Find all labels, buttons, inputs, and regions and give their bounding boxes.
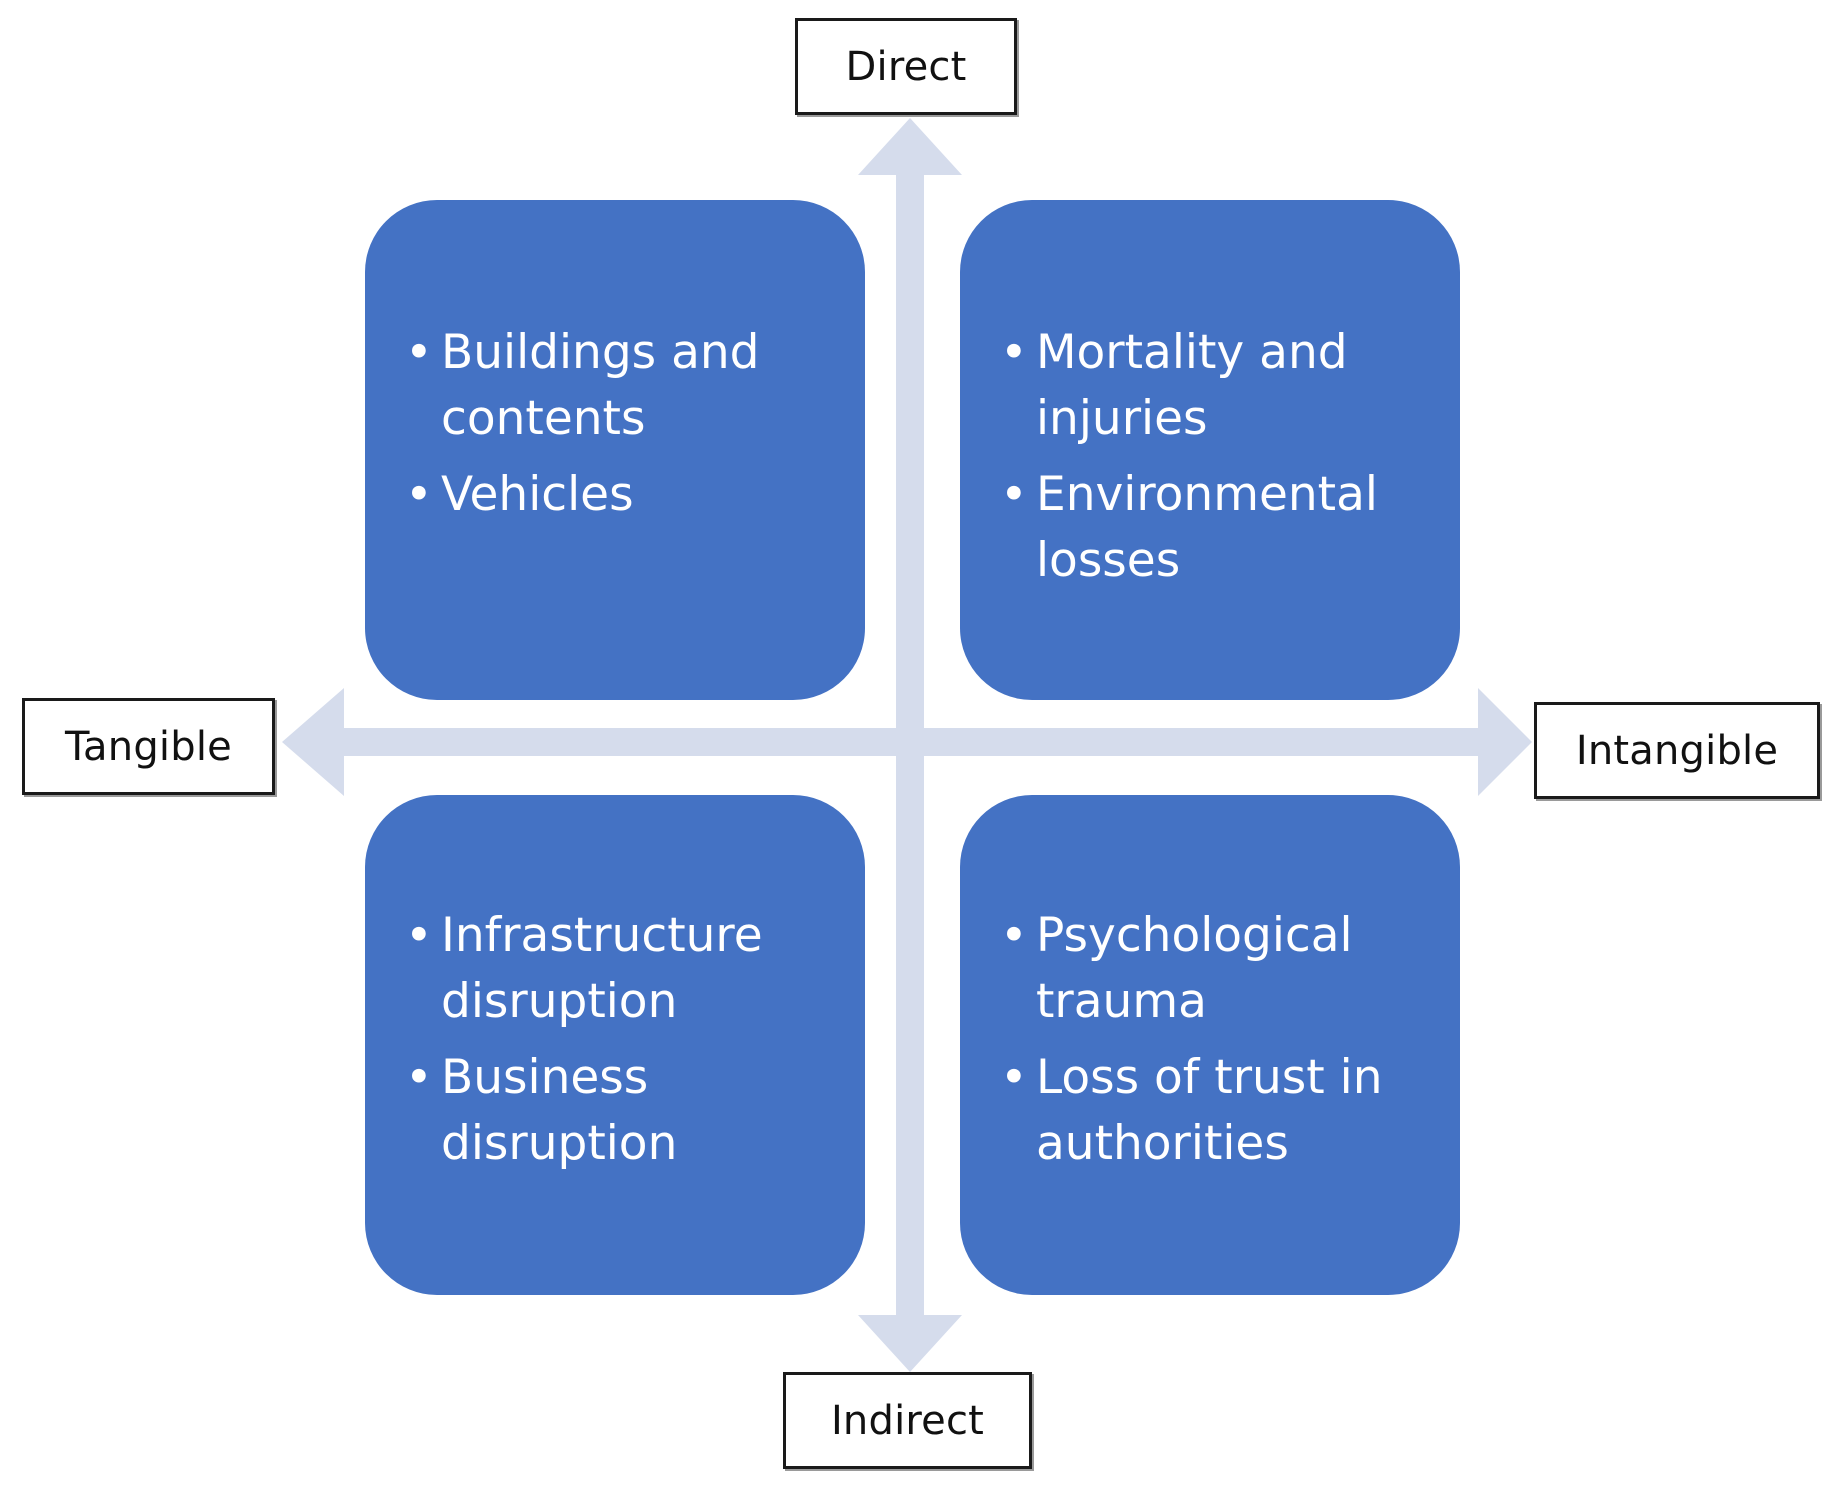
list-item: • Business disruption <box>405 1045 845 1177</box>
bullet-icon: • <box>405 908 433 963</box>
list-item: • Infrastructure disruption <box>405 903 845 1035</box>
bullet-icon: • <box>1000 325 1028 380</box>
axis-label-intangible: Intangible <box>1534 702 1820 799</box>
bullet-icon: • <box>405 467 433 522</box>
horizontal-axis-arrow <box>282 688 1532 796</box>
axis-label-indirect: Indirect <box>783 1372 1032 1469</box>
bullet-icon: • <box>405 325 433 380</box>
axis-label-direct: Direct <box>795 18 1017 115</box>
quadrant-indirect-intangible: • Psychological trauma • Loss of trust i… <box>960 795 1460 1295</box>
bullet-icon: • <box>1000 1050 1028 1105</box>
list-item: • Environmental losses <box>1000 462 1440 594</box>
bullet-icon: • <box>1000 908 1028 963</box>
quadrant-direct-intangible: • Mortality and injuries • Environmental… <box>960 200 1460 700</box>
axis-label-tangible: Tangible <box>22 698 275 795</box>
quadrant-indirect-tangible: • Infrastructure disruption • Business d… <box>365 795 865 1295</box>
bullet-icon: • <box>1000 467 1028 522</box>
bullet-icon: • <box>405 1050 433 1105</box>
list-item: • Buildings and contents <box>405 320 845 452</box>
list-item: • Mortality and injuries <box>1000 320 1440 452</box>
list-item: • Psychological trauma <box>1000 903 1440 1035</box>
list-item: • Loss of trust in authorities <box>1000 1045 1440 1177</box>
quadrant-direct-tangible: • Buildings and contents • Vehicles <box>365 200 865 700</box>
list-item: • Vehicles <box>405 462 845 528</box>
